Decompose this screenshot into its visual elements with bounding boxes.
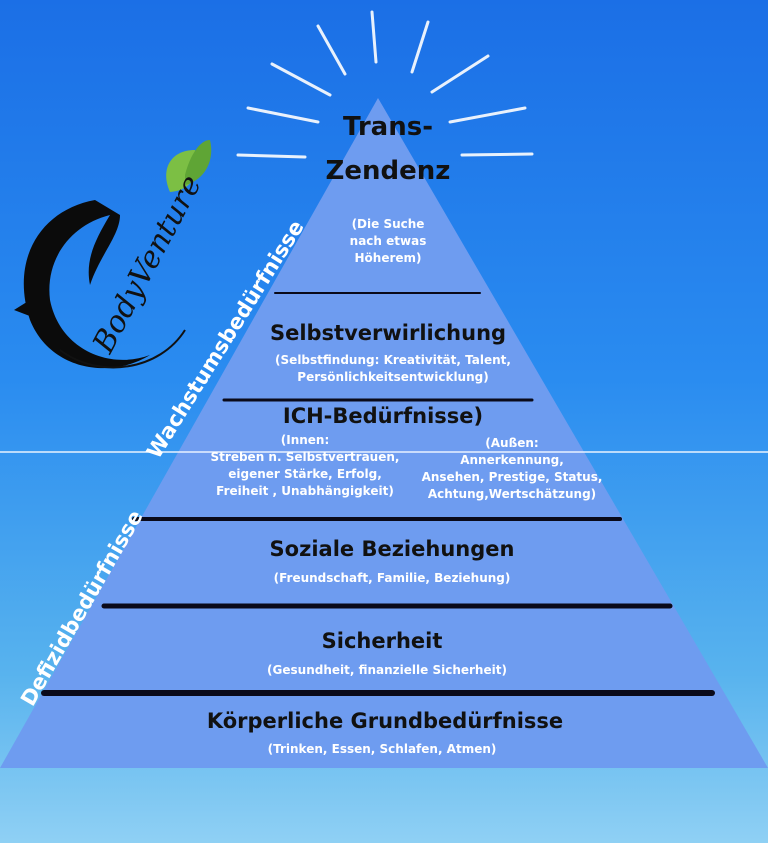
- safety-title: Sicherheit: [321, 629, 443, 653]
- physiological-title: Körperliche Grundbedürfnisse: [206, 709, 564, 733]
- self-actualization-title: Selbstverwirlichung: [269, 321, 507, 345]
- logo-text: BodyVenture: [86, 170, 209, 360]
- physiological-desc: (Trinken, Essen, Schlafen, Atmen): [267, 742, 497, 756]
- sun-rays: [236, 10, 534, 159]
- self-actualization-desc: (Selbstfindung: Kreativität, Talent,Pers…: [275, 353, 511, 384]
- pyramid: [0, 98, 768, 768]
- social-desc: (Freundschaft, Familie, Beziehung): [273, 571, 511, 585]
- esteem-title: ICH-Bedürfnisse): [282, 404, 484, 428]
- logo: BodyVenture: [14, 140, 212, 369]
- esteem-inner: (Innen:Streben n. Selbstvertrauen,eigene…: [210, 433, 400, 498]
- social-title: Soziale Beziehungen: [269, 537, 515, 561]
- transcendence-title: Trans- Zendenz: [325, 112, 451, 186]
- dolphin-icon: [14, 200, 150, 369]
- esteem-outer: (Außen:Annerkennung,Ansehen, Prestige, S…: [421, 436, 603, 501]
- level-dividers: [41, 292, 715, 696]
- safety-desc: (Gesundheit, finanzielle Sicherheit): [267, 663, 507, 677]
- leaf-icon: [185, 140, 212, 185]
